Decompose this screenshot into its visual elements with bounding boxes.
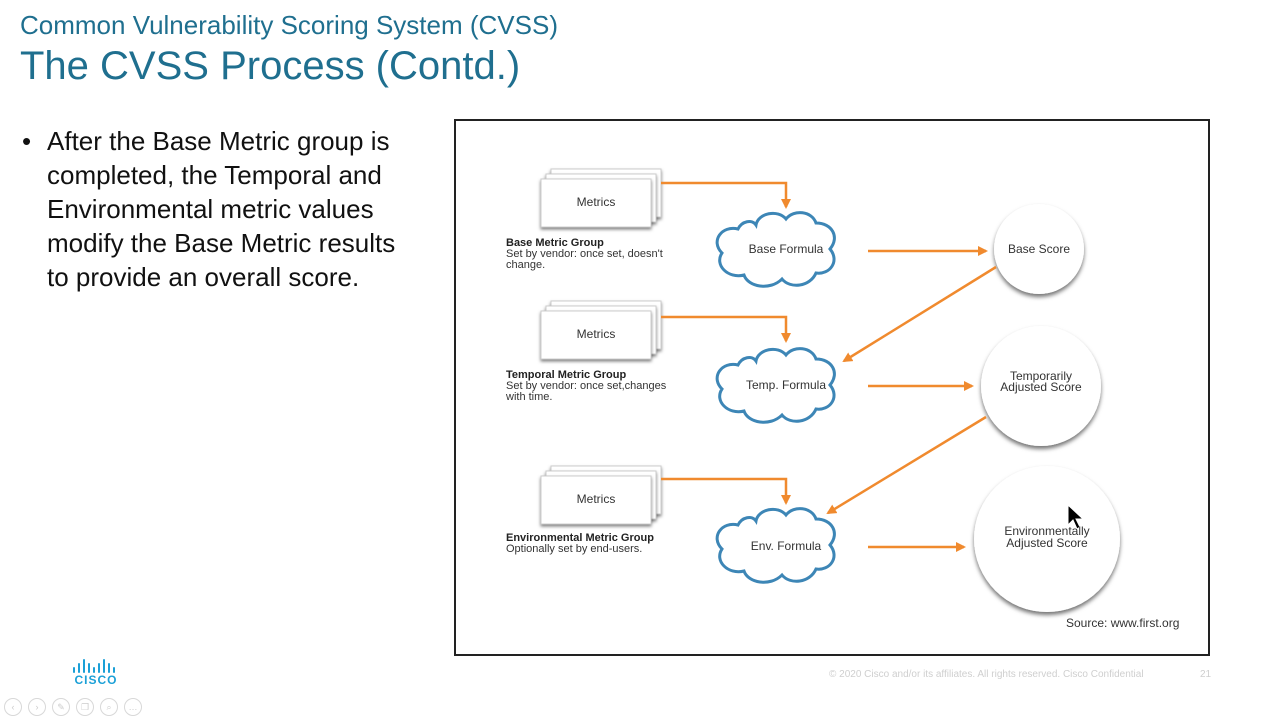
group-name: Environmental Metric Group: [506, 532, 654, 544]
bullet-marker: •: [22, 126, 32, 156]
prev-icon[interactable]: ‹: [4, 698, 22, 716]
bullet-item: • After the Base Metric group is complet…: [22, 124, 422, 294]
metrics-stack-temporal: [540, 300, 662, 360]
formula-label: Base Formula: [748, 242, 824, 256]
copyright-footer: © 2020 Cisco and/or its affiliates. All …: [829, 669, 1144, 680]
source-caption: Source: www.first.org: [1066, 616, 1180, 630]
cisco-logo-text: CISCO: [74, 673, 118, 687]
circle-base-score: [994, 204, 1084, 294]
slide-title: The CVSS Process (Contd.): [20, 44, 521, 88]
circle-temporarily-adjusted-score: [981, 326, 1101, 446]
cisco-bars-icon: [73, 659, 115, 673]
pen-icon[interactable]: ✎: [52, 698, 70, 716]
metrics-label: Metrics: [576, 327, 616, 341]
bullet-text: After the Base Metric group is completed…: [47, 126, 396, 292]
slideshow-controls: ‹ › ✎ ❐ ⌕ …: [4, 698, 142, 716]
page-number: 21: [1200, 669, 1212, 680]
group-name: Temporal Metric Group: [506, 369, 627, 381]
slide-subtitle: Common Vulnerability Scoring System (CVS…: [20, 10, 558, 40]
cloud-env-formula: [715, 507, 836, 584]
diagram-graphics: [540, 168, 1120, 612]
formula-label: Temp. Formula: [745, 378, 827, 392]
formula-label: Env. Formula: [750, 539, 822, 553]
group-description: Set by vendor: once set,changes with tim…: [506, 380, 667, 403]
score-label: Base Score: [1007, 242, 1071, 256]
group-description: Optionally set by end-users.: [506, 543, 643, 555]
metrics-stack-base: [540, 168, 662, 228]
metrics-label: Metrics: [576, 492, 616, 506]
score-label: Temporarily Adjusted Score: [1000, 369, 1082, 394]
metrics-stack-environmental: [540, 465, 662, 525]
copy-icon[interactable]: ❐: [76, 698, 94, 716]
group-description: Set by vendor: once set, doesn't change.: [506, 248, 663, 271]
cloud-base-formula: [715, 211, 836, 288]
cisco-logo: CISCO: [70, 658, 122, 688]
circle-environmentally-adjusted-score: [974, 466, 1120, 612]
zoom-icon[interactable]: ⌕: [100, 698, 118, 716]
arrows: [661, 181, 997, 552]
metrics-label: Metrics: [576, 195, 616, 209]
more-icon[interactable]: …: [124, 698, 142, 716]
group-name: Base Metric Group: [506, 237, 604, 249]
mouse-cursor-icon: [1067, 503, 1085, 530]
cloud-temp-formula: [715, 347, 836, 424]
play-icon[interactable]: ›: [28, 698, 46, 716]
cvss-process-diagram: Metrics Metrics Metrics Base Metric Grou…: [454, 119, 1210, 656]
score-label: Environmentally Adjusted Score: [1004, 524, 1090, 550]
